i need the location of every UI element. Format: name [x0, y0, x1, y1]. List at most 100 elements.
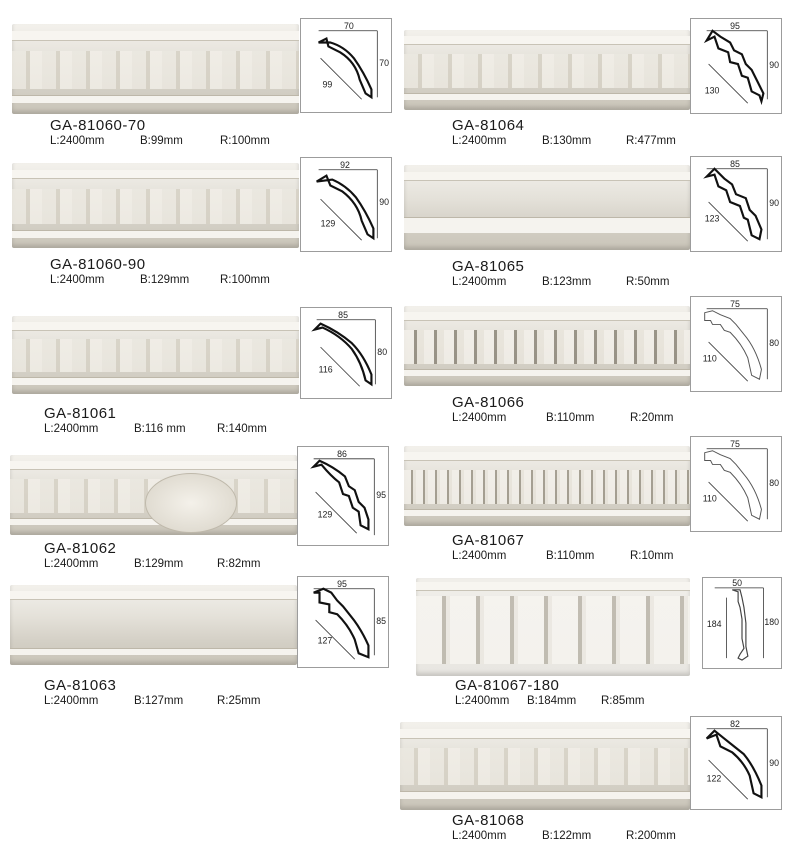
cornice-photo — [404, 306, 690, 386]
profile-diagram: 82 90 122 — [690, 716, 782, 810]
profile-diagram: 85 90 123 — [690, 156, 782, 252]
product-code: GA-81067-180 — [455, 677, 560, 694]
cornice-photo — [404, 165, 690, 250]
b-spec: B:127mm — [134, 695, 184, 707]
profile-diagram: 50 180 184 — [702, 577, 782, 669]
b-spec: B:110mm — [546, 412, 595, 424]
dimension-height: 85 — [376, 616, 386, 626]
b-spec: B:99mm — [140, 135, 183, 147]
product-code: GA-81066 — [452, 394, 525, 411]
profile-diagram: 92 90 129 — [300, 157, 392, 252]
product-specs: L:2400mm B:184mm R:85mm — [455, 695, 644, 707]
dimension-diagonal: 129 — [318, 510, 333, 520]
b-spec: B:130mm — [542, 135, 592, 147]
dimension-width: 85 — [338, 310, 348, 320]
r-spec: R:200mm — [626, 830, 676, 842]
r-spec: R:82mm — [217, 558, 261, 570]
product-specs: L:2400mm B:99mm R:100mm — [50, 135, 270, 147]
profile-diagram: 75 80 110 — [690, 296, 782, 392]
product-code: GA-81060-90 — [50, 256, 146, 273]
profile-diagram: 86 95 129 — [297, 446, 389, 546]
dimension-diagonal: 184 — [707, 619, 722, 629]
product-code: GA-81061 — [44, 405, 117, 422]
length-spec: L:2400mm — [44, 558, 99, 570]
product-code: GA-81063 — [44, 677, 117, 694]
cornice-photo — [12, 24, 299, 114]
dimension-height: 180 — [764, 617, 779, 627]
b-spec: B:184mm — [527, 695, 577, 707]
length-spec: L:2400mm — [452, 830, 507, 842]
profile-diagram: 95 85 127 — [297, 576, 389, 668]
dimension-diagonal: 116 — [319, 365, 333, 375]
dimension-height: 90 — [769, 198, 779, 208]
cornice-photo — [416, 578, 690, 676]
dimension-width: 82 — [730, 719, 740, 729]
cornice-photo — [10, 585, 297, 665]
dimension-diagonal: 130 — [705, 85, 720, 95]
dimension-height: 95 — [376, 490, 386, 500]
dimension-width: 75 — [730, 439, 740, 449]
dimension-diagonal: 127 — [318, 636, 333, 646]
r-spec: R:140mm — [217, 423, 267, 435]
dimension-height: 90 — [379, 197, 389, 207]
r-spec: R:100mm — [220, 274, 270, 286]
cornice-photo — [404, 30, 690, 110]
profile-diagram: 95 90 130 — [690, 18, 782, 114]
dimension-width: 95 — [337, 579, 347, 589]
cornice-photo — [400, 722, 690, 810]
b-spec: B:123mm — [542, 276, 592, 288]
dimension-width: 92 — [340, 160, 350, 170]
product-specs: L:2400mm B:129mm R:82mm — [44, 558, 260, 570]
profile-diagram: 75 80 110 — [690, 436, 782, 532]
dimension-diagonal: 110 — [703, 354, 717, 364]
product-specs: L:2400mm B:116 mm R:140mm — [44, 423, 267, 435]
dimension-diagonal: 110 — [703, 494, 717, 504]
product-code: GA-81060-70 — [50, 117, 146, 134]
profile-diagram: 85 80 116 — [300, 307, 392, 399]
r-spec: R:50mm — [626, 276, 670, 288]
cornice-photo — [10, 455, 297, 535]
length-spec: L:2400mm — [452, 412, 507, 424]
b-spec: B:129mm — [134, 558, 184, 570]
product-specs: L:2400mm B:110mm R:20mm — [452, 412, 673, 424]
detail-zoom — [145, 473, 237, 533]
length-spec: L:2400mm — [44, 423, 99, 435]
b-spec: B:129mm — [140, 274, 190, 286]
r-spec: R:85mm — [601, 695, 645, 707]
length-spec: L:2400mm — [455, 695, 510, 707]
b-spec: B:122mm — [542, 830, 592, 842]
dimension-height: 90 — [769, 758, 779, 768]
cornice-photo — [404, 446, 690, 526]
length-spec: L:2400mm — [50, 135, 105, 147]
product-code: GA-81067 — [452, 532, 525, 549]
r-spec: R:20mm — [630, 412, 674, 424]
product-code: GA-81062 — [44, 540, 117, 557]
length-spec: L:2400mm — [44, 695, 99, 707]
dimension-width: 85 — [730, 159, 740, 169]
cornice-photo — [12, 163, 299, 248]
product-code: GA-81064 — [452, 117, 525, 134]
length-spec: L:2400mm — [452, 135, 507, 147]
product-specs: L:2400mm B:130mm R:477mm — [452, 135, 676, 147]
dimension-width: 75 — [730, 299, 740, 309]
r-spec: R:10mm — [630, 550, 674, 562]
length-spec: L:2400mm — [50, 274, 105, 286]
r-spec: R:100mm — [220, 135, 270, 147]
dimension-width: 95 — [730, 21, 740, 31]
dimension-height: 70 — [379, 58, 389, 68]
product-code: GA-81065 — [452, 258, 525, 275]
dimension-diagonal: 123 — [705, 214, 720, 224]
r-spec: R:477mm — [626, 135, 676, 147]
product-code: GA-81068 — [452, 812, 525, 829]
dimension-diagonal: 99 — [323, 80, 333, 90]
dimension-height: 80 — [769, 478, 779, 488]
dimension-height: 90 — [769, 60, 779, 70]
profile-diagram: 70 70 99 — [300, 18, 392, 113]
b-spec: B:116 mm — [134, 423, 186, 435]
b-spec: B:110mm — [546, 550, 595, 562]
dimension-height: 80 — [377, 347, 387, 357]
dimension-height: 80 — [769, 338, 779, 348]
